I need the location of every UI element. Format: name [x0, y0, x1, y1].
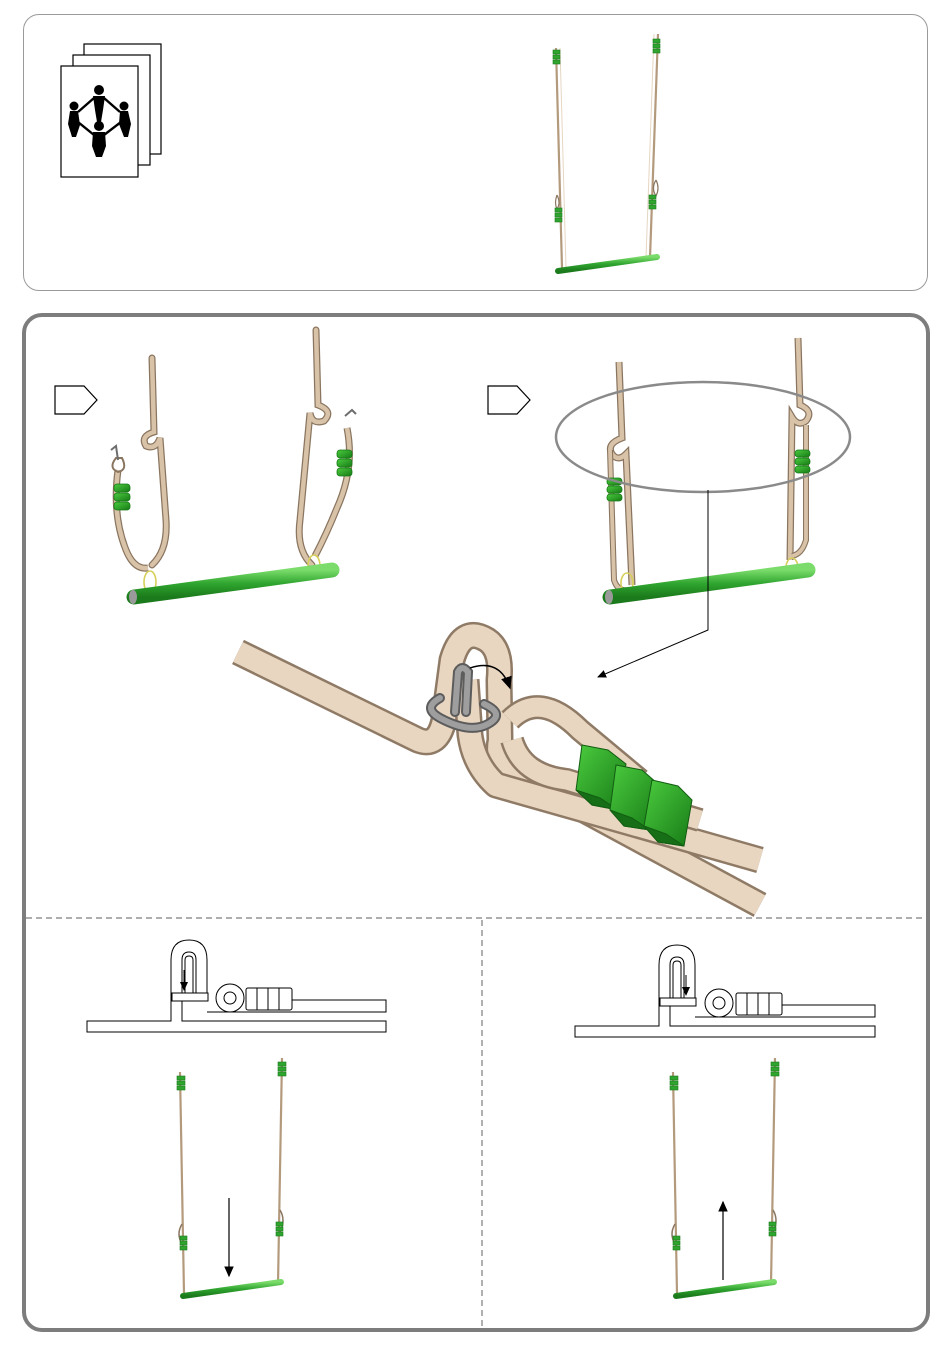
swing-attached-hooks — [556, 338, 850, 677]
swing-open-hooks — [111, 330, 356, 604]
people-pictogram-icon — [61, 44, 161, 177]
check-up — [575, 945, 875, 1296]
step-flag-icon — [488, 386, 530, 414]
hook-detail — [238, 636, 760, 906]
step-flag-icon — [55, 386, 97, 414]
check-down — [87, 940, 386, 1296]
swing-overview — [553, 34, 660, 271]
